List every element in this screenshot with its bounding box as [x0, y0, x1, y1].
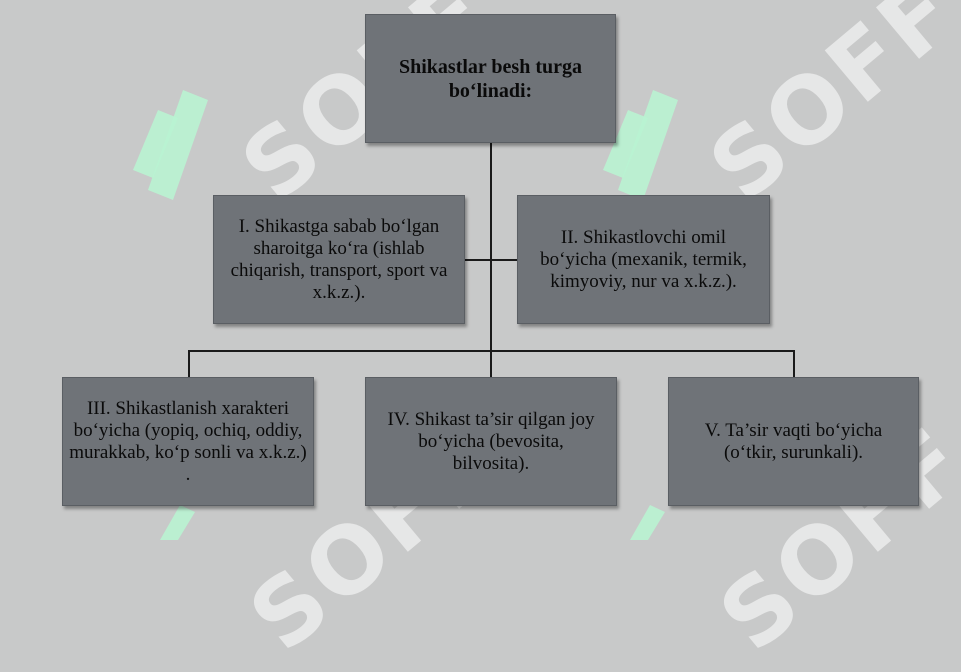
category-node-1: I. Shikastga sabab bo‘lgan sharoitga ko‘… [213, 195, 465, 324]
watermark-logo-icon [133, 90, 208, 200]
root-node: Shikastlar besh turga bo‘linadi: [365, 14, 616, 143]
connector-drop-center [490, 350, 492, 377]
diagram-canvas: SOFF SOFF SOFF SOFF Shikastlar besh turg… [62, 0, 961, 672]
category-node-5: V. Ta’sir vaqti bo‘yicha (o‘tkir, surunk… [668, 377, 919, 506]
category-node-2-label: II. Shikastlovchi omil bo‘yicha (mexanik… [540, 226, 747, 292]
category-node-2: II. Shikastlovchi omil bo‘yicha (mexanik… [517, 195, 770, 324]
category-node-4: IV. Shikast ta’sir qilgan joy bo‘yicha (… [365, 377, 617, 506]
connector-drop-left [188, 350, 190, 377]
category-node-1-label: I. Shikastga sabab bo‘lgan sharoitga ko‘… [230, 215, 448, 303]
connector-drop-right [793, 350, 795, 377]
category-node-3-label: III. Shikastlanish xarakteri bo‘yicha (y… [69, 397, 307, 485]
category-node-3: III. Shikastlanish xarakteri bo‘yicha (y… [62, 377, 314, 506]
connector-trunk [490, 142, 492, 352]
watermark-logo-icon [630, 505, 665, 540]
watermark-logo-icon [603, 90, 678, 200]
watermark-logo-icon [160, 505, 195, 540]
root-node-label: Shikastlar besh turga bo‘linadi: [398, 55, 582, 102]
connector-level1-bar [464, 259, 518, 261]
category-node-4-label: IV. Shikast ta’sir qilgan joy bo‘yicha (… [387, 408, 595, 474]
category-node-5-label: V. Ta’sir vaqti bo‘yicha (o‘tkir, surunk… [704, 419, 883, 463]
watermark-text: SOFF [690, 0, 961, 222]
